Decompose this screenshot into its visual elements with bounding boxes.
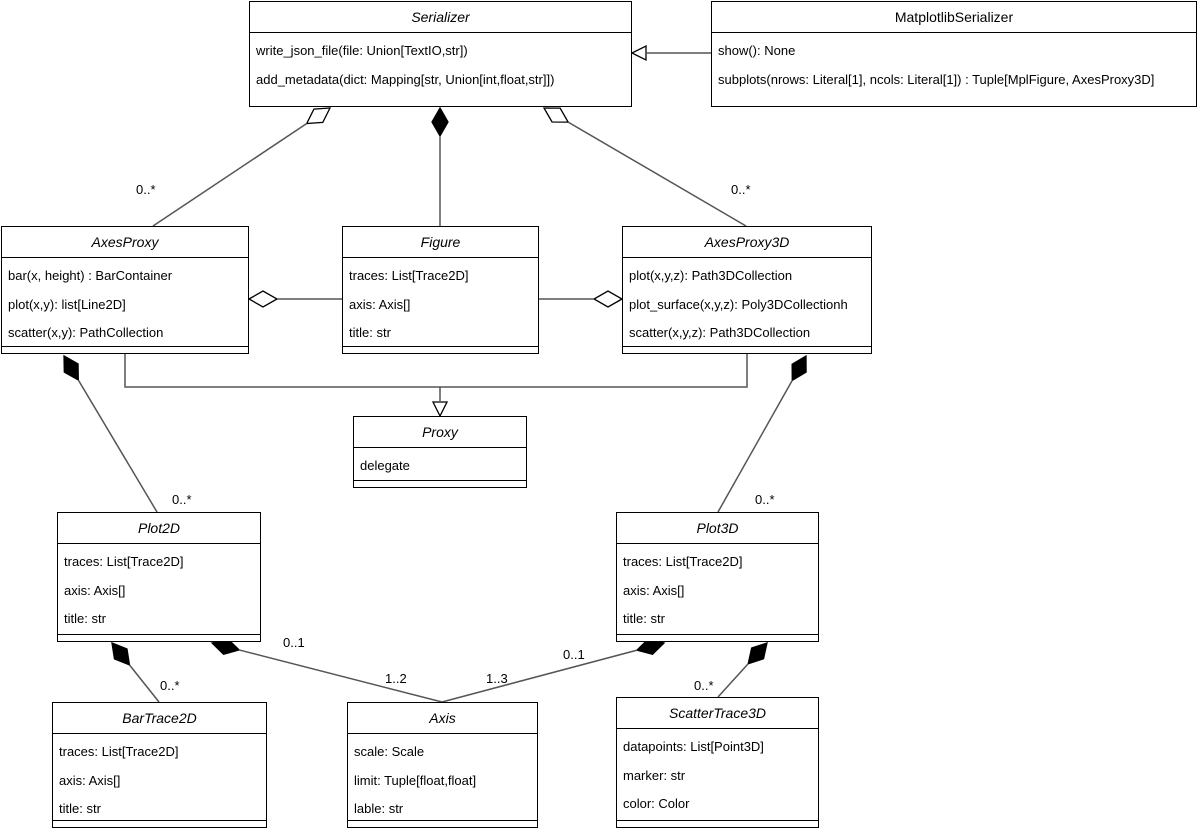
class-member: axis: Axis[] xyxy=(349,296,411,312)
class-member: subplots(nrows: Literal[1], ncols: Liter… xyxy=(718,71,1155,87)
multiplicity-label: 0..* xyxy=(136,182,156,197)
class-member: color: Color xyxy=(623,796,690,811)
class-figure[interactable]: Figure traces: List[Trace2D] axis: Axis[… xyxy=(342,226,539,354)
class-member: axis: Axis[] xyxy=(623,582,685,598)
class-name: Proxy xyxy=(354,417,526,448)
plot2d-axis-composition-line xyxy=(238,649,443,703)
class-member: title: str xyxy=(59,801,101,816)
serializer-axesproxy-aggregation-diamond xyxy=(305,107,332,125)
axesproxy3d-proxy-line xyxy=(440,354,748,388)
class-member: title: str xyxy=(64,611,106,626)
class-member: scatter(x,y): PathCollection xyxy=(8,325,164,340)
serializer-axesproxy3d-aggregation-diamond xyxy=(542,107,570,123)
plot3d-scatter-composition-diamond xyxy=(747,642,768,665)
axesproxy-plot2d-composition-diamond xyxy=(63,354,80,382)
class-axes-proxy[interactable]: AxesProxy bar(x, height) : BarContainer … xyxy=(1,226,249,354)
divider xyxy=(617,634,818,635)
plot3d-scatter-composition-line xyxy=(717,663,749,698)
class-member: lable: str xyxy=(354,801,404,816)
class-proxy[interactable]: Proxy delegate xyxy=(353,416,527,488)
serializer-figure-composition-diamond xyxy=(431,106,449,138)
proxy-arrowhead xyxy=(431,401,449,418)
class-scatter-trace-3d[interactable]: ScatterTrace3D datapoints: List[Point3D]… xyxy=(616,697,819,828)
class-member: traces: List[Trace2D] xyxy=(349,268,469,283)
inheritance-arrowhead xyxy=(630,44,647,62)
divider xyxy=(348,820,537,821)
class-member: title: str xyxy=(349,325,391,340)
class-member: delegate xyxy=(360,458,410,473)
class-member: plot_surface(x,y,z): Poly3DCollectionh xyxy=(629,296,848,312)
class-bar-trace-2d[interactable]: BarTrace2D traces: List[Trace2D] axis: A… xyxy=(52,702,267,828)
class-name: AxesProxy3D xyxy=(623,227,871,258)
serializer-axesproxy3d-aggregation-line xyxy=(567,121,747,227)
class-name: BarTrace2D xyxy=(53,703,266,734)
serializer-axesproxy-aggregation-line xyxy=(152,122,308,227)
multiplicity-label: 0..1 xyxy=(283,635,305,650)
class-member: show(): None xyxy=(718,43,796,58)
class-name: Plot3D xyxy=(617,513,818,544)
class-name: Figure xyxy=(343,227,538,258)
class-plot3d[interactable]: Plot3D traces: List[Trace2D] axis: Axis[… xyxy=(616,512,819,642)
divider xyxy=(58,634,260,635)
class-member: axis: Axis[] xyxy=(64,582,126,598)
plot2d-bartrace-composition-diamond xyxy=(111,641,131,666)
plot2d-bartrace-composition-line xyxy=(128,664,160,703)
class-serializer[interactable]: Serializer write_json_file(file: Union[T… xyxy=(249,1,632,107)
axesproxy-plot2d-composition-line xyxy=(77,379,158,513)
multiplicity-label: 0..* xyxy=(731,182,751,197)
multiplicity-label: 0..1 xyxy=(563,647,585,662)
multiplicity-label: 1..3 xyxy=(486,671,508,686)
class-name: Serializer xyxy=(250,2,631,33)
class-axes-proxy-3d[interactable]: AxesProxy3D plot(x,y,z): Path3DCollectio… xyxy=(622,226,872,354)
class-plot2d[interactable]: Plot2D traces: List[Trace2D] axis: Axis[… xyxy=(57,512,261,642)
class-member: traces: List[Trace2D] xyxy=(64,554,184,569)
class-member: bar(x, height) : BarContainer xyxy=(8,268,173,283)
divider xyxy=(2,346,248,347)
class-member: axis: Axis[] xyxy=(59,772,121,788)
axesproxy3d-plot3d-composition-diamond xyxy=(791,354,807,382)
class-member: write_json_file(file: Union[TextIO,str]) xyxy=(256,43,468,58)
class-member: marker: str xyxy=(623,767,686,783)
multiplicity-label: 0..* xyxy=(160,678,180,693)
multiplicity-label: 1..2 xyxy=(385,671,407,686)
divider xyxy=(623,346,871,347)
class-member: datapoints: List[Point3D] xyxy=(623,739,764,754)
multiplicity-label: 0..* xyxy=(172,492,192,507)
divider xyxy=(53,820,266,821)
class-member: plot(x,y,z): Path3DCollection xyxy=(629,268,793,283)
class-member: traces: List[Trace2D] xyxy=(59,744,179,759)
divider xyxy=(617,820,818,821)
class-member: plot(x,y): list[Line2D] xyxy=(8,296,126,312)
axesproxy3d-plot3d-composition-line xyxy=(717,380,793,513)
class-name: ScatterTrace3D xyxy=(617,698,818,729)
class-name: AxesProxy xyxy=(2,227,248,258)
class-matplotlib-serializer[interactable]: MatplotlibSerializer show(): None subplo… xyxy=(711,1,1197,107)
axesproxy-figure-aggregation-diamond xyxy=(247,290,279,308)
divider xyxy=(343,346,538,347)
class-name: MatplotlibSerializer xyxy=(712,2,1196,33)
class-member: limit: Tuple[float,float] xyxy=(354,772,477,788)
class-member: scatter(x,y,z): Path3DCollection xyxy=(629,325,811,340)
multiplicity-label: 0..* xyxy=(755,492,775,507)
class-name: Plot2D xyxy=(58,513,260,544)
divider xyxy=(354,480,526,481)
plot3d-axis-composition-line xyxy=(441,649,638,703)
class-axis[interactable]: Axis scale: Scale limit: Tuple[float,flo… xyxy=(347,702,538,828)
class-member: traces: List[Trace2D] xyxy=(623,554,743,569)
multiplicity-label: 0..* xyxy=(694,678,714,693)
axesproxy3d-figure-aggregation-diamond xyxy=(592,290,624,308)
class-member: add_metadata(dict: Mapping[str, Union[in… xyxy=(256,71,555,87)
class-member: scale: Scale xyxy=(354,744,425,759)
axesproxy-proxy-line xyxy=(124,354,440,388)
class-name: Axis xyxy=(348,703,537,734)
class-member: title: str xyxy=(623,611,665,626)
